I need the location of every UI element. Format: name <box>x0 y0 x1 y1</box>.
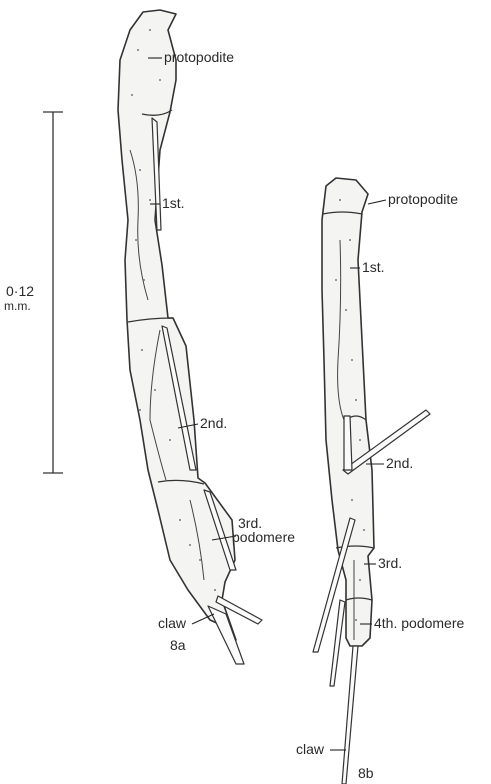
label-8b-third: 3rd. <box>378 555 402 571</box>
scale-bar: 0·12 m.m. <box>4 112 63 473</box>
label-8b-fourth: 4th. podomere <box>374 615 464 631</box>
appendage-8b: protopodite 1st. 2nd. 3rd. 4th. podomere… <box>296 178 464 784</box>
label-8b-first: 1st. <box>362 259 385 275</box>
appendage-8a: protopodite 1st. 2nd. 3rd. podomere claw… <box>118 10 295 664</box>
label-8a-claw: claw <box>158 615 187 631</box>
caption-8a: 8a <box>170 637 186 653</box>
label-8b-claw: claw <box>296 741 325 757</box>
appendage-8b-seta-mid <box>344 416 352 470</box>
appendage-8b-claw <box>342 646 358 784</box>
appendage-8b-body <box>322 178 374 646</box>
label-8a-first: 1st. <box>162 195 185 211</box>
label-8a-second: 2nd. <box>200 415 227 431</box>
appendage-8a-body <box>118 10 236 640</box>
caption-8b: 8b <box>358 765 374 781</box>
label-8b-second: 2nd. <box>386 455 413 471</box>
appendage-8b-seta-lower <box>330 600 345 686</box>
scale-bar-unit: m.m. <box>4 299 31 313</box>
label-8a-podomere: podomere <box>232 529 295 545</box>
label-8a-protopodite: protopodite <box>164 49 234 65</box>
label-8b-protopodite: protopodite <box>388 191 458 207</box>
scale-bar-value: 0·12 <box>6 283 34 299</box>
